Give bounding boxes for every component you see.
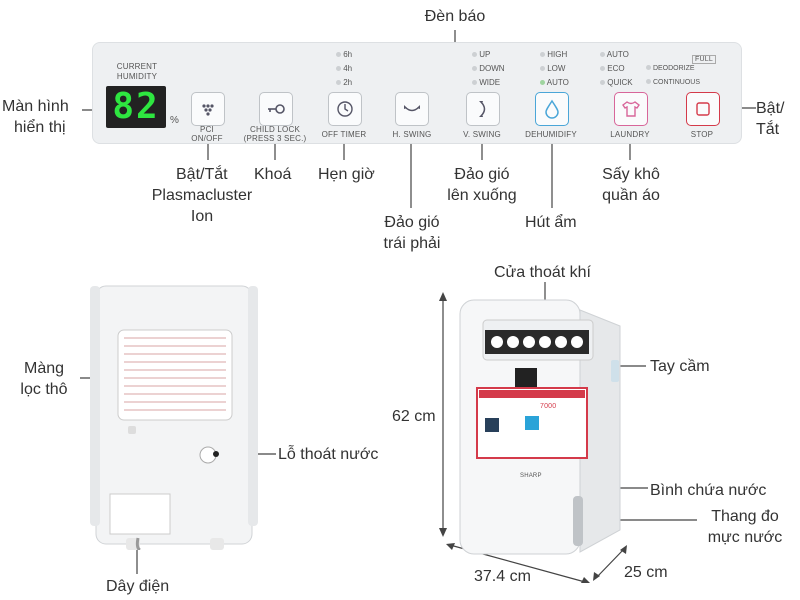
- vswing-leds: UP DOWN WIDE: [472, 48, 505, 90]
- percent-sign: %: [170, 115, 180, 126]
- humidity-label-line2: HUMIDITY: [116, 72, 158, 81]
- clock-icon: [337, 101, 353, 117]
- dehumidify-button[interactable]: [535, 92, 569, 126]
- vswing-callout-line2: lên xuống: [447, 187, 517, 204]
- humidity-display: 82: [106, 86, 166, 128]
- dehumidify-callout: Hút ẩm: [525, 214, 577, 231]
- power-cord-callout: Dây điện: [106, 578, 170, 595]
- humidity-label: CURRENT HUMIDITY: [106, 62, 168, 82]
- brand-label: SHARP: [520, 473, 542, 479]
- pci-callout: Bật/Tắt Plasmacluster Ion: [140, 164, 264, 227]
- led-deodorize: DEODORIZE: [652, 65, 695, 72]
- child-lock-label-line1: CHILD LOCK: [249, 125, 300, 134]
- water-drop-icon: [545, 99, 559, 119]
- led-auto-dehum: AUTO: [546, 78, 569, 87]
- led-high: HIGH: [547, 50, 568, 59]
- drain-hole-callout: Lỗ thoát nước: [278, 446, 379, 463]
- dehum-leds: HIGH LOW AUTO: [540, 48, 569, 90]
- hswing-callout-line2: trái phải: [383, 235, 441, 252]
- led-low: LOW: [547, 64, 566, 73]
- key-icon: [268, 104, 285, 114]
- led-4h: 4h: [343, 64, 353, 73]
- pci-callout-line1: Bật/Tắt: [176, 166, 228, 183]
- laundry-leds-2: DEODORIZE CONTINUOUS: [646, 62, 700, 90]
- display-callout-line2: hiển thị: [14, 119, 66, 136]
- led-quick: QUICK: [607, 78, 633, 87]
- vswing-callout: Đảo gió lên xuống: [440, 164, 524, 206]
- child-lock-label-line2: (PRESS 3 SEC.): [243, 134, 307, 143]
- laundry-label: LAUNDRY: [610, 130, 650, 139]
- laundry-callout-line1: Sấy khô: [602, 166, 660, 183]
- gauge-callout-line1: Thang đo: [711, 508, 779, 525]
- handle-callout: Tay cầm: [650, 358, 710, 375]
- air-outlet-callout: Cửa thoát khí: [494, 264, 591, 281]
- shirt-icon: [622, 101, 640, 117]
- dehumidify-label: DEHUMIDIFY: [525, 130, 577, 139]
- power-callout-line1: Bật/: [756, 100, 785, 117]
- h-swing-label: H. SWING: [392, 130, 432, 139]
- indicator-callout: Đèn báo: [424, 8, 486, 25]
- back-view-unit: [90, 285, 258, 550]
- height-dimension: 62 cm: [392, 408, 436, 425]
- filter-callout-line1: Màng: [23, 360, 65, 377]
- led-6h: 6h: [343, 50, 353, 59]
- stop-label: STOP: [690, 130, 714, 139]
- led-up: UP: [479, 50, 491, 59]
- led-eco: ECO: [607, 64, 625, 73]
- filter-mesh: [124, 337, 226, 411]
- pci-label-line1: PCI: [200, 125, 214, 134]
- full-indicator: FULL: [692, 55, 716, 64]
- v-swing-button[interactable]: [466, 92, 500, 126]
- led-continuous: CONTINUOUS: [652, 79, 701, 86]
- pci-callout-line3: Ion: [190, 208, 214, 225]
- pci-icon: [202, 104, 214, 116]
- laundry-button[interactable]: [614, 92, 648, 126]
- hswing-icon: [404, 105, 420, 112]
- humidity-label-line1: CURRENT: [116, 62, 158, 71]
- child-lock-button[interactable]: [259, 92, 293, 126]
- power-icon: [696, 102, 710, 116]
- power-callout-line2: Tắt: [756, 121, 780, 138]
- laundry-leds: AUTO ECO QUICK: [600, 48, 633, 90]
- child-lock-label: CHILD LOCK (PRESS 3 SEC.): [240, 125, 310, 143]
- display-callout: Màn hình hiển thị: [2, 96, 69, 138]
- off-timer-label: OFF TIMER: [321, 130, 367, 139]
- tank-callout: Bình chứa nước: [650, 482, 767, 499]
- filter-callout: Màng lọc thô: [4, 358, 84, 400]
- v-swing-label: V. SWING: [463, 130, 501, 139]
- display-callout-line1: Màn hình: [2, 98, 69, 115]
- off-timer-button[interactable]: [328, 92, 362, 126]
- depth-dimension: 25 cm: [624, 564, 668, 581]
- lock-callout: Khoá: [254, 166, 292, 183]
- h-swing-button[interactable]: [395, 92, 429, 126]
- front-view-unit: [459, 299, 621, 555]
- pci-button[interactable]: [191, 92, 225, 126]
- filter-callout-line2: lọc thô: [20, 381, 68, 398]
- badge-label: 7000: [540, 403, 557, 410]
- width-dimension: 37.4 cm: [474, 568, 531, 585]
- timer-leds: 6h 4h 2h: [336, 48, 352, 90]
- pci-label-line2: ON/OFF: [191, 134, 223, 143]
- pci-callout-line2: Plasmacluster: [151, 187, 253, 204]
- power-callout: Bật/ Tắt: [756, 98, 784, 140]
- gauge-callout: Thang đo mực nước: [700, 506, 790, 548]
- timer-callout: Hẹn giờ: [318, 166, 375, 183]
- led-wide: WIDE: [479, 78, 501, 87]
- pci-label: PCI ON/OFF: [180, 125, 234, 143]
- vswing-icon: [479, 101, 486, 117]
- gauge-callout-line2: mực nước: [707, 529, 783, 546]
- laundry-callout-line2: quần áo: [602, 187, 660, 204]
- hswing-callout-line1: Đảo gió: [384, 214, 440, 231]
- hswing-callout: Đảo gió trái phải: [372, 212, 452, 254]
- stop-button[interactable]: [686, 92, 720, 126]
- led-down: DOWN: [479, 64, 505, 73]
- humidity-value: 82: [112, 86, 160, 127]
- vswing-callout-line1: Đảo gió: [454, 166, 510, 183]
- laundry-callout: Sấy khô quần áo: [596, 164, 666, 206]
- led-2h: 2h: [343, 78, 353, 87]
- led-auto-laundry: AUTO: [606, 50, 629, 59]
